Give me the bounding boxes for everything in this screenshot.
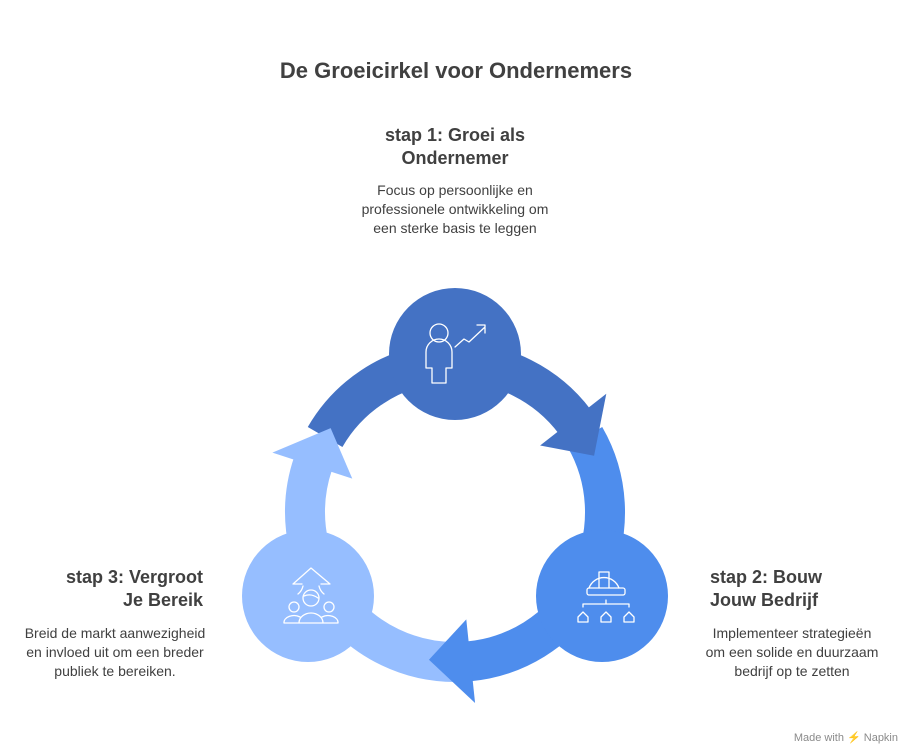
step-2-title: stap 2: Bouw Jouw Bedrijf [710, 566, 890, 612]
step-1-title: stap 1: Groei als Ondernemer [330, 124, 580, 170]
step-2-description: Implementeer strategieën om een solide e… [705, 625, 879, 679]
arrowhead-step-3 [272, 428, 353, 479]
step-3-circle [242, 530, 374, 662]
person-growth-icon [425, 323, 486, 384]
step-3-title-line1: stap 3: Vergroot [65, 567, 203, 587]
step-3-title: stap 3: Vergroot Je Bereik [20, 566, 203, 612]
arrowhead-step-1 [540, 393, 607, 456]
helmet-hierarchy-icon [577, 571, 635, 623]
step-1-circle [389, 288, 521, 420]
step-3-title-line2: Je Bereik [122, 590, 203, 610]
step-1-title-line2: Ondernemer [401, 148, 509, 168]
group-arrow-up-icon [283, 567, 339, 624]
diagram-title: De Groeicirkel voor Ondernemers [279, 58, 633, 83]
step-2-title-line2: Jouw Bedrijf [710, 590, 819, 610]
step-1-description: Focus op persoonlijke en professionele o… [361, 182, 549, 236]
step-2-circle [536, 530, 668, 662]
step-1-title-line1: stap 1: Groei als [384, 125, 526, 145]
step-2-title-line1: stap 2: Bouw [710, 567, 823, 587]
arrowhead-step-2 [428, 619, 476, 703]
napkin-watermark: Made with ⚡ Napkin [793, 732, 898, 744]
step-3-description: Breid de markt aanwezigheid en invloed u… [24, 625, 206, 679]
